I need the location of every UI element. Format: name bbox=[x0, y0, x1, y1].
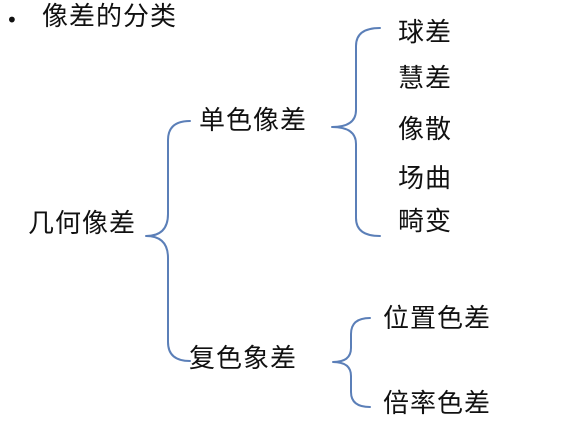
leaf-distortion: 畸变 bbox=[398, 207, 453, 237]
leaf-astigmatism: 像散 bbox=[398, 115, 453, 145]
leaf-lateral-chromatic: 倍率色差 bbox=[383, 389, 492, 419]
leaf-field-curvature: 场曲 bbox=[398, 164, 453, 194]
bullet-marker: • bbox=[6, 8, 18, 32]
branch-chromatic: 复色象差 bbox=[189, 344, 298, 374]
leaf-coma: 慧差 bbox=[398, 64, 453, 94]
leaf-axial-chromatic: 位置色差 bbox=[383, 304, 492, 334]
root-brace bbox=[145, 120, 191, 362]
root-node: 几何像差 bbox=[28, 209, 137, 239]
branch-monochromatic: 单色像差 bbox=[199, 106, 308, 136]
chromatic-brace bbox=[332, 317, 371, 408]
monochromatic-brace bbox=[331, 27, 381, 237]
leaf-spherical-aberration: 球差 bbox=[398, 18, 453, 48]
slide-title: 像差的分类 bbox=[42, 2, 178, 32]
